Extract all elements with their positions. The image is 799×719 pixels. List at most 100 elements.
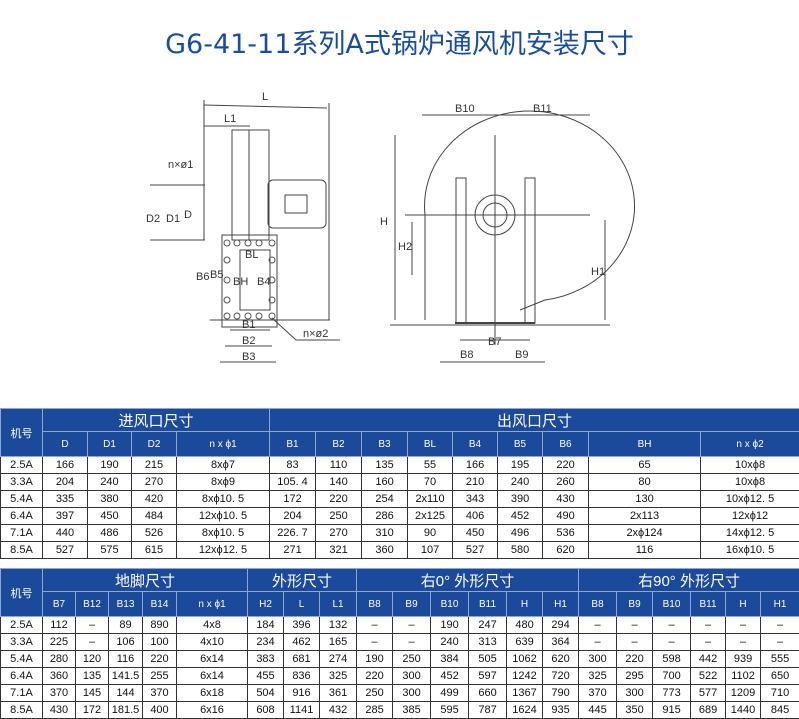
table-cell: 504 — [247, 684, 284, 702]
table-cell: – — [578, 616, 618, 634]
table-cell: 6x18 — [176, 684, 248, 702]
table-cell: – — [690, 633, 727, 651]
model-cell: 2.5A — [0, 616, 43, 634]
table-cell: 270 — [315, 524, 363, 542]
model-cell: 8.5A — [0, 701, 43, 719]
group-outlet: 出风口尺寸 — [269, 408, 799, 432]
table-cell: 204 — [42, 473, 88, 491]
table-cell: 384 — [430, 650, 470, 668]
table-cell: 172 — [75, 701, 109, 719]
table-cell: 195 — [497, 456, 544, 474]
label-L1: L1 — [224, 113, 236, 125]
table-cell: 10xϕ12. 5 — [700, 490, 799, 508]
table-cell: 490 — [542, 507, 590, 525]
table-cell: 536 — [542, 524, 590, 542]
table-cell: 165 — [318, 633, 358, 651]
table-cell: 240 — [87, 473, 132, 491]
group-outline: 外形尺寸 — [246, 568, 358, 592]
column-header: B10 — [430, 591, 470, 617]
table-cell: 300 — [578, 650, 618, 668]
table-cell: 285 — [356, 701, 394, 719]
table-cell: 577 — [690, 684, 727, 702]
table-cell: – — [652, 633, 692, 651]
table-cell: 575 — [87, 541, 132, 559]
table-cell: 220 — [315, 490, 363, 508]
table-cell: – — [356, 616, 394, 634]
table-cell: 432 — [318, 701, 358, 719]
column-header: B4 — [452, 431, 499, 457]
table-cell: 260 — [542, 473, 590, 491]
table-cell: 430 — [542, 490, 590, 508]
table-cell: 700 — [652, 667, 692, 685]
table-cell: 300 — [392, 667, 432, 685]
table-cell: 608 — [247, 701, 284, 719]
table-cell: – — [392, 633, 432, 651]
table-cell: 190 — [430, 616, 470, 634]
table-cell: 400 — [142, 701, 177, 719]
table-cell: 12xϕ12. 5 — [175, 541, 271, 559]
table-cell: 442 — [690, 650, 727, 668]
table-cell: 380 — [87, 490, 132, 508]
table-cell: 1440 — [725, 701, 762, 719]
column-header: H — [506, 591, 544, 617]
table-cell: 295 — [616, 667, 654, 685]
table-cell: 650 — [760, 667, 799, 685]
table-cell: 4x10 — [176, 633, 248, 651]
column-header: B7 — [42, 591, 76, 617]
table-cell: 452 — [497, 507, 544, 525]
column-header: B8 — [356, 591, 394, 617]
column-header: B2 — [315, 431, 363, 457]
column-header: n x ϕ1 — [176, 591, 248, 617]
bolt-holes — [223, 239, 276, 320]
table-cell: – — [75, 616, 109, 634]
table-cell: 620 — [542, 650, 580, 668]
label-BH: BH — [233, 276, 248, 288]
column-header: BL — [407, 431, 454, 457]
table-cell: 135 — [75, 667, 109, 685]
table-cell: 681 — [283, 650, 320, 668]
table-cell: 455 — [247, 667, 284, 685]
model-cell: 7.1A — [0, 524, 43, 542]
label-B8: B8 — [460, 349, 473, 361]
installation-drawing: L L1 n×ø1 D2 D1 D B6 B5 BH B4 BL B1 B2 B… — [146, 91, 636, 363]
table-cell: 226. 7 — [269, 524, 317, 542]
model-cell: 5.4A — [0, 490, 43, 508]
table-cell: 6x14 — [176, 667, 248, 685]
table-cell: 310 — [361, 524, 409, 542]
table-cell: 300 — [392, 684, 432, 702]
table-cell: 1141 — [283, 701, 320, 719]
table-cell: 364 — [542, 633, 580, 651]
column-header: H2 — [247, 591, 284, 617]
table-cell: 595 — [430, 701, 470, 719]
model-cell: 6.4A — [0, 507, 43, 525]
table-cell: 396 — [283, 616, 320, 634]
column-header: H — [725, 591, 762, 617]
table-cell: 141.5 — [108, 667, 143, 685]
label-B1: B1 — [242, 319, 255, 331]
column-header: B12 — [75, 591, 109, 617]
table-cell: 116 — [588, 541, 702, 559]
table-cell: 390 — [497, 490, 544, 508]
table-cell: 615 — [131, 541, 177, 559]
label-H1: H1 — [591, 266, 605, 278]
table-cell: 406 — [452, 507, 499, 525]
column-header: H1 — [542, 591, 580, 617]
table-cell: 639 — [506, 633, 544, 651]
table-cell: 10xϕ8 — [700, 473, 799, 491]
table-cell: 2x113 — [588, 507, 702, 525]
table-cell: 462 — [283, 633, 320, 651]
table-cell: 8xϕ9 — [175, 473, 271, 491]
label-D: D — [184, 209, 192, 221]
table-cell: 484 — [131, 507, 177, 525]
table-cell: 184 — [247, 616, 284, 634]
table-cell: 1209 — [725, 684, 762, 702]
table-cell: 383 — [247, 650, 284, 668]
label-B5: B5 — [210, 269, 223, 281]
table-cell: 845 — [760, 701, 799, 719]
column-header: B14 — [142, 591, 177, 617]
front-view — [390, 110, 636, 363]
table-cell: 325 — [318, 667, 358, 685]
